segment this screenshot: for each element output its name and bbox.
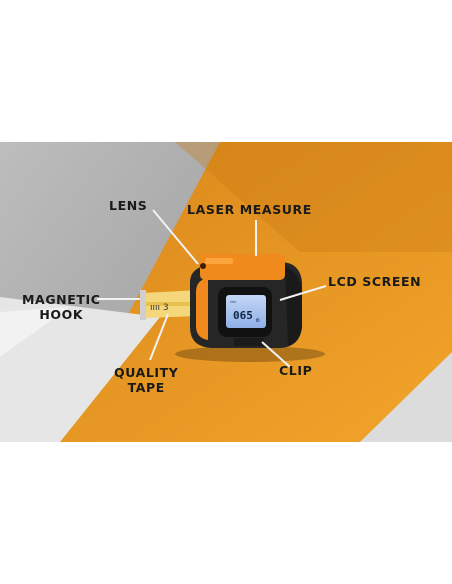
svg-text:▭▭: ▭▭	[230, 299, 236, 305]
quality-tape-line1: QUALITY	[114, 365, 179, 380]
gray-background-corner	[360, 352, 452, 442]
quality-tape-line2: TAPE	[127, 380, 165, 395]
quality-tape-label: QUALITY TAPE	[114, 365, 178, 395]
lcd-screen	[226, 295, 266, 328]
belt-clip	[234, 338, 264, 346]
lens-label: LENS	[109, 198, 148, 213]
magnetic-hook-label: MAGNETIC HOOK	[22, 292, 101, 322]
magnetic-hook-line2: HOOK	[39, 307, 84, 322]
hook-tip	[140, 290, 146, 320]
product-photo: ıııı 3 ▭▭ 065 m LENS LASER MEASU	[0, 142, 452, 442]
magnetic-hook-line1: MAGNETIC	[22, 292, 101, 307]
clip-label: CLIP	[279, 363, 313, 378]
tape-blade: ıııı 3	[140, 290, 200, 320]
tape-measure-device: ▭▭ 065 m	[190, 254, 302, 348]
product-illustration: ıııı 3 ▭▭ 065 m	[0, 142, 452, 442]
laser-housing	[200, 254, 285, 280]
lcd-reading: 065	[233, 309, 253, 322]
orange-side-grip	[196, 278, 208, 340]
white-floor-left	[0, 297, 160, 442]
leader-lines	[97, 209, 327, 368]
lcd-unit: m	[256, 317, 260, 324]
lens	[200, 263, 206, 269]
svg-text:ıııı 3: ıııı 3	[150, 303, 169, 313]
lcd-screen-label: LCD SCREEN	[328, 274, 422, 289]
laser-measure-label: LASER MEASURE	[187, 202, 312, 217]
